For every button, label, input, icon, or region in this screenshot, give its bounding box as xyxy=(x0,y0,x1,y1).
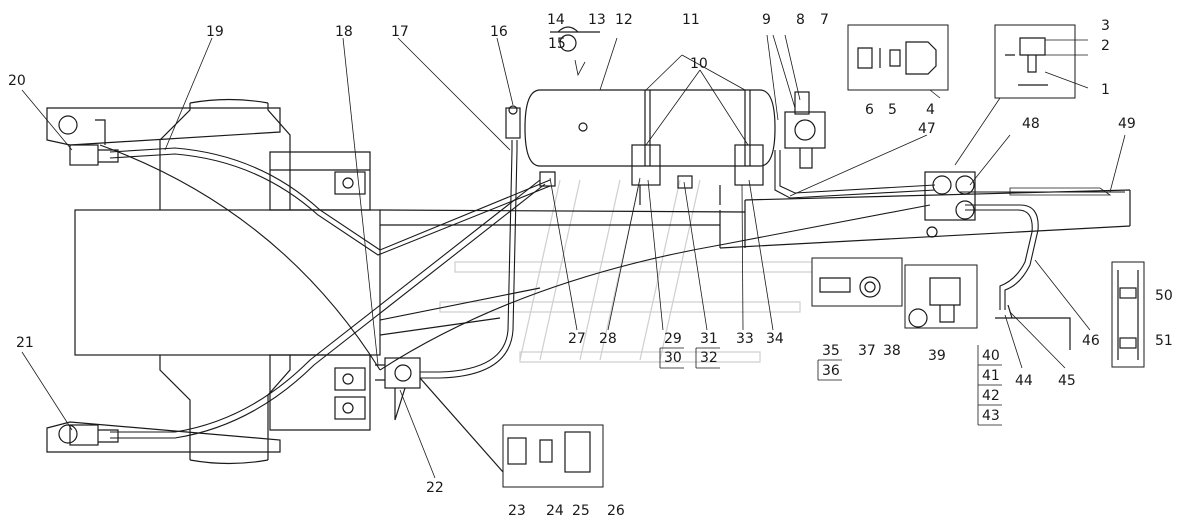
callout-23: 23 xyxy=(508,503,526,519)
leader-lines xyxy=(21,34,1126,479)
callout-50: 50 xyxy=(1155,288,1173,304)
callout-11: 11 xyxy=(682,12,700,28)
callout-40: 40 xyxy=(982,348,1000,364)
callout-36: 36 xyxy=(822,363,840,379)
callout-28: 28 xyxy=(599,331,617,347)
detail-inset-35-38 xyxy=(811,257,903,307)
callout-3: 3 xyxy=(1101,18,1110,34)
callout-49: 49 xyxy=(1118,116,1136,132)
air-tank xyxy=(524,89,776,205)
callout-26: 26 xyxy=(607,503,625,519)
check-valve-fitting xyxy=(505,105,521,139)
callout-37: 37 xyxy=(858,343,876,359)
callout-4: 4 xyxy=(926,102,935,118)
callout-34: 34 xyxy=(766,331,784,347)
callout-27: 27 xyxy=(568,331,586,347)
components xyxy=(69,91,976,446)
callout-38: 38 xyxy=(883,343,901,359)
detail-inset-23-26 xyxy=(419,377,604,488)
callout-29: 29 xyxy=(664,331,682,347)
callout-35: 35 xyxy=(822,343,840,359)
callout-13: 13 xyxy=(588,12,606,28)
callout-18: 18 xyxy=(335,24,353,40)
callout-2: 2 xyxy=(1101,38,1110,54)
detail-inset-50-51 xyxy=(1111,261,1145,368)
callout-46: 46 xyxy=(1082,333,1100,349)
callout-45: 45 xyxy=(1058,373,1076,389)
detail-inset-39-43 xyxy=(904,264,978,329)
detail-inset-4-6 xyxy=(847,24,949,91)
callout-7: 7 xyxy=(820,12,829,28)
air-lines xyxy=(99,140,1125,439)
callout-43: 43 xyxy=(982,408,1000,424)
callout-42: 42 xyxy=(982,388,1000,404)
callout-10: 10 xyxy=(690,56,708,72)
callout-20: 20 xyxy=(8,73,26,89)
callout-16: 16 xyxy=(490,24,508,40)
callout-51: 51 xyxy=(1155,333,1173,349)
detail-inset-13-15 xyxy=(550,26,600,52)
callout-41: 41 xyxy=(982,368,1000,384)
callout-32: 32 xyxy=(700,350,718,366)
callout-8: 8 xyxy=(796,12,805,28)
callout-31: 31 xyxy=(700,331,718,347)
callout-33: 33 xyxy=(736,331,754,347)
callout-6: 6 xyxy=(865,102,874,118)
callout-15: 15 xyxy=(548,36,566,52)
mounting-detail-44-45 xyxy=(995,304,1071,350)
coupling-head-lower xyxy=(69,424,119,446)
callout-12: 12 xyxy=(615,12,633,28)
detail-inset-1-3 xyxy=(994,24,1076,99)
callout-47: 47 xyxy=(918,121,936,137)
brake-chamber-valve xyxy=(924,171,976,238)
callout-44: 44 xyxy=(1015,373,1033,389)
callout-19: 19 xyxy=(206,24,224,40)
callout-5: 5 xyxy=(888,102,897,118)
callout-1: 1 xyxy=(1101,82,1110,98)
callout-21: 21 xyxy=(16,335,34,351)
callout-25: 25 xyxy=(572,503,590,519)
callout-22: 22 xyxy=(426,480,444,496)
callout-30: 30 xyxy=(664,350,682,366)
callout-39: 39 xyxy=(928,348,946,364)
coupling-head-upper xyxy=(69,119,119,166)
callout-17: 17 xyxy=(391,24,409,40)
relay-valve xyxy=(784,91,826,169)
stacked-callout-rules xyxy=(659,345,1002,426)
trailer-brake-valve xyxy=(375,357,421,421)
callout-24: 24 xyxy=(546,503,564,519)
callout-48: 48 xyxy=(1022,116,1040,132)
callout-labels: 1 2 3 4 5 6 7 8 9 10 11 12 13 14 15 16 1… xyxy=(8,12,1173,519)
callout-9: 9 xyxy=(762,12,771,28)
callout-14: 14 xyxy=(547,12,565,28)
